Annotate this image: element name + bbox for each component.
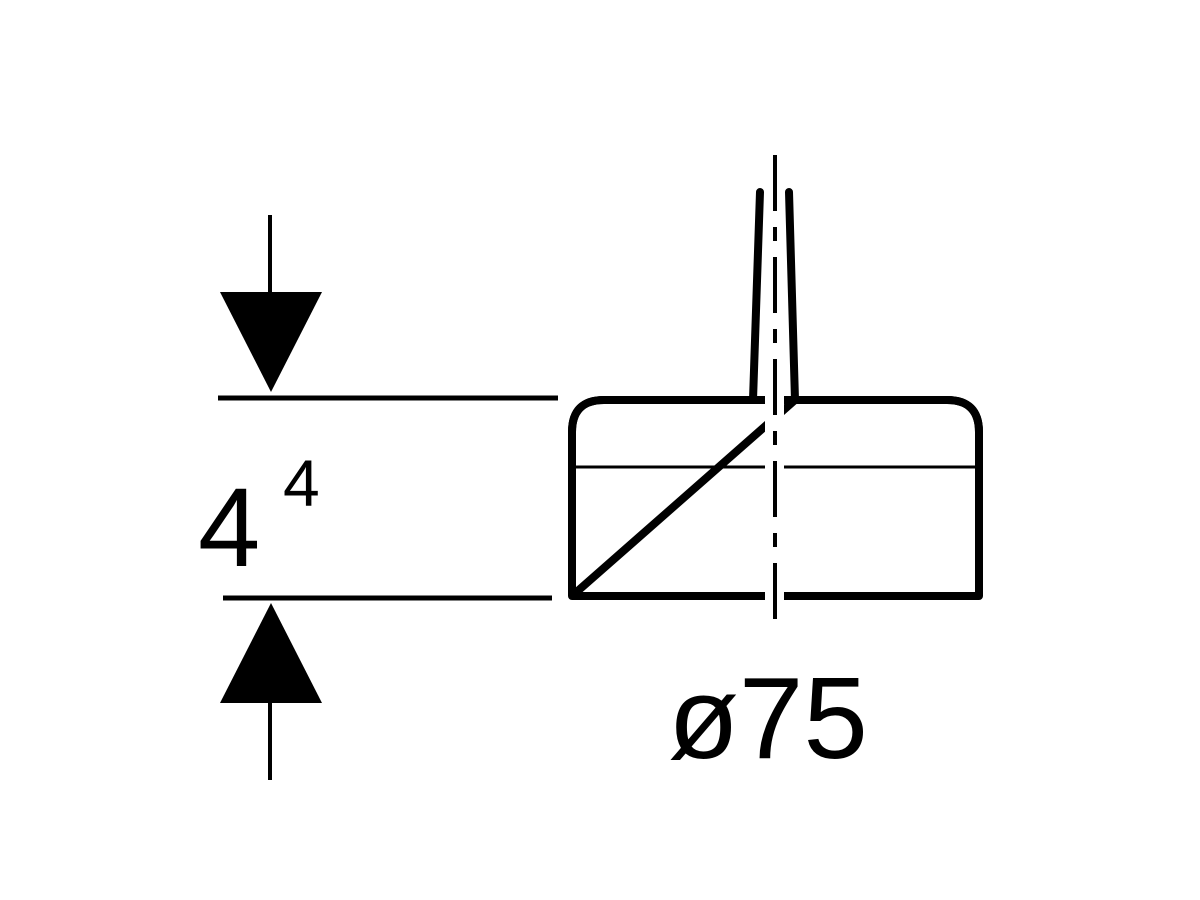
cap-right-top-segment [784,396,983,433]
height-dimension-base: 4 [198,465,260,590]
cap-left-top-segment [568,396,766,433]
stem [749,188,799,404]
diameter-dimension-label: ø75 [668,653,868,783]
bottom-arrow-head [220,603,322,703]
stem-left-edge [749,188,764,404]
stem-right-edge [785,188,799,404]
bottom-dimension-arrow [220,603,322,780]
top-arrow-head [220,292,322,392]
height-dimension-label: 4 4 [198,446,320,590]
height-dimension-superscript: 4 [283,446,320,520]
top-dimension-arrow [220,215,322,392]
